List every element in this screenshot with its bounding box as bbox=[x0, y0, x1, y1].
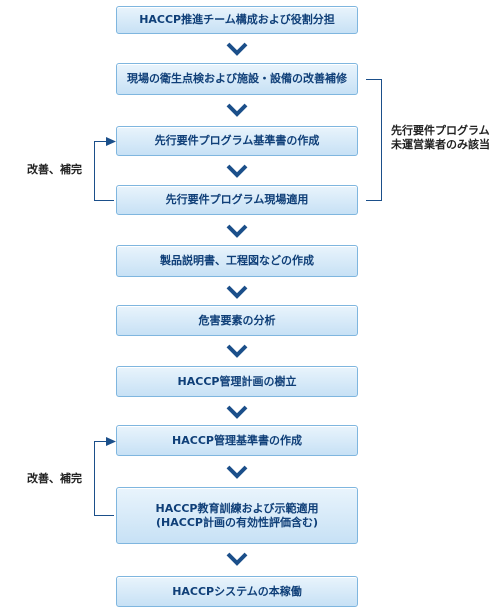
arrowhead-icon bbox=[106, 137, 116, 146]
step-hygiene-inspection: 現場の衛生点検および施設・設備の改善補修 bbox=[116, 63, 358, 95]
revise-label: 改善、補完 bbox=[27, 472, 82, 485]
step-haccp-standard: HACCP管理基準書の作成 bbox=[116, 425, 358, 456]
step-label: HACCP管理計画の樹立 bbox=[177, 374, 297, 388]
step-label: HACCPシステムの本稼働 bbox=[172, 584, 302, 598]
chevron-down-icon bbox=[226, 42, 248, 56]
chevron-down-icon bbox=[226, 405, 248, 419]
step-team-formation: HACCP推進チーム構成および役割分担 bbox=[116, 6, 358, 34]
chevron-down-icon bbox=[226, 344, 248, 358]
chevron-down-icon bbox=[226, 103, 248, 117]
step-label: HACCP教育訓練および示範適用 (HACCP計画の有効性評価含む) bbox=[155, 501, 319, 529]
prereq-note-line: 未運営業者のみ該当 bbox=[391, 138, 490, 151]
feedback-bracket-haccp bbox=[94, 441, 114, 516]
step-prereq-application: 先行要件プログラム現場適用 bbox=[116, 185, 358, 215]
prereq-note-bracket bbox=[366, 79, 382, 201]
chevron-down-icon bbox=[226, 285, 248, 299]
step-label: HACCP管理基準書の作成 bbox=[172, 433, 302, 447]
chevron-down-icon bbox=[226, 164, 248, 178]
step-haccp-operation: HACCPシステムの本稼働 bbox=[116, 576, 358, 607]
step-haccp-plan: HACCP管理計画の樹立 bbox=[116, 366, 358, 397]
prereq-note: 先行要件プログラム 未運営業者のみ該当 bbox=[391, 124, 490, 152]
step-label: HACCP推進チーム構成および役割分担 bbox=[139, 13, 335, 26]
prereq-note-line: 先行要件プログラム bbox=[391, 124, 490, 137]
arrowhead-icon bbox=[106, 437, 116, 446]
step-product-description: 製品説明書、工程図などの作成 bbox=[116, 245, 358, 277]
feedback-bracket-prereq bbox=[94, 141, 114, 201]
step-label: 危害要素の分析 bbox=[198, 313, 276, 327]
step-label: 現場の衛生点検および施設・設備の改善補修 bbox=[127, 72, 347, 85]
step-haccp-training: HACCP教育訓練および示範適用 (HACCP計画の有効性評価含む) bbox=[116, 487, 358, 544]
step-hazard-analysis: 危害要素の分析 bbox=[116, 305, 358, 336]
step-prereq-standard: 先行要件プログラム基準書の作成 bbox=[116, 126, 358, 156]
chevron-down-icon bbox=[226, 465, 248, 479]
step-label: 製品説明書、工程図などの作成 bbox=[160, 254, 314, 267]
revise-label: 改善、補完 bbox=[27, 163, 82, 176]
step-label: 先行要件プログラム基準書の作成 bbox=[154, 134, 320, 147]
step-label: 先行要件プログラム現場適用 bbox=[165, 193, 309, 206]
chevron-down-icon bbox=[226, 552, 248, 566]
chevron-down-icon bbox=[226, 224, 248, 238]
